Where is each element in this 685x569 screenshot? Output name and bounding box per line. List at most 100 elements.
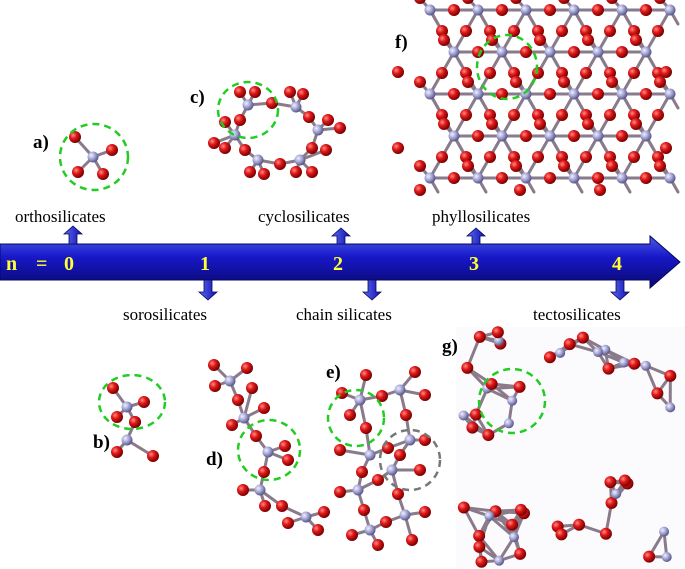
- oxygen-atom: [484, 109, 496, 121]
- oxygen-atom: [630, 118, 642, 130]
- oxygen-atom: [358, 504, 370, 516]
- oxygen-atom: [460, 151, 472, 163]
- oxygen-atom: [508, 67, 520, 79]
- oxygen-atom: [652, 109, 664, 121]
- oxygen-atom: [258, 466, 270, 478]
- oxygen-atom: [486, 118, 498, 130]
- oxygen-atom: [580, 67, 592, 79]
- oxygen-atom: [209, 380, 221, 392]
- oxygen-atom: [284, 86, 296, 98]
- oxygen-atom: [460, 25, 472, 37]
- oxygen-atom: [508, 151, 520, 163]
- oxygen-atom: [249, 86, 261, 98]
- panel-label-d: d): [206, 449, 223, 470]
- oxygen-atom: [414, 184, 426, 196]
- oxygen-atom: [208, 359, 220, 371]
- oxygen-atom: [436, 151, 448, 163]
- oxygen-atom: [606, 160, 618, 172]
- oxygen-atom: [555, 528, 568, 541]
- oxygen-atom: [532, 67, 544, 79]
- oxygen-atom: [484, 67, 496, 79]
- equals-sign: =: [36, 253, 47, 275]
- tick-label-2: 2: [333, 253, 343, 275]
- oxygen-atom: [582, 34, 594, 46]
- oxygen-atom: [660, 142, 672, 154]
- oxygen-atom: [473, 540, 486, 553]
- panel-label-g: g): [442, 336, 458, 357]
- oxygen-atom: [616, 130, 628, 142]
- silicon-atom: [544, 46, 556, 58]
- silicon-atom: [424, 88, 436, 100]
- oxygen-atom: [640, 4, 652, 16]
- oxygen-atom: [543, 351, 556, 364]
- oxygen-atom: [111, 411, 123, 423]
- oxygen-atom: [496, 4, 508, 16]
- n-symbol: n: [6, 253, 17, 275]
- oxygen-atom: [438, 34, 450, 46]
- silicon-atom: [493, 335, 504, 346]
- silicon-atom: [616, 88, 628, 100]
- silicon-atom: [555, 347, 566, 358]
- highlight-ring: [475, 33, 539, 101]
- oxygen-atom: [616, 46, 628, 58]
- oxygen-atom: [419, 389, 431, 401]
- oxygen-atom: [246, 382, 258, 394]
- silicon-atom: [312, 124, 324, 136]
- silicon-atom: [294, 154, 306, 166]
- oxygen-atom: [652, 25, 664, 37]
- silicon-atom: [568, 4, 580, 16]
- silicon-atom: [229, 129, 241, 141]
- oxygen-atom: [514, 503, 527, 516]
- oxygen-atom: [496, 88, 508, 100]
- oxygen-atom: [419, 506, 431, 518]
- oxygen-atom: [592, 172, 604, 184]
- label-chain-silicates: chain silicates: [296, 305, 392, 324]
- silicon-atom: [496, 130, 508, 142]
- silicon-atom: [592, 46, 604, 58]
- oxygen-atom: [234, 86, 246, 98]
- silicon-atom: [503, 418, 514, 429]
- highlight-ring: [326, 388, 386, 448]
- highlight-ring: [236, 418, 302, 482]
- silicon-atom: [616, 4, 628, 16]
- oxygen-atom: [654, 76, 666, 88]
- oxygen-atom: [592, 88, 604, 100]
- silicon-atom: [254, 484, 266, 496]
- oxygen-atom: [628, 357, 641, 370]
- oxygen-atom: [520, 46, 532, 58]
- oxygen-atom: [279, 440, 291, 452]
- panel-label-c: c): [190, 87, 205, 108]
- tick-label-1: 1: [200, 253, 210, 275]
- oxygen-atom: [482, 429, 495, 442]
- connector-arrow-up: [465, 227, 487, 245]
- oxygen-atom: [568, 46, 580, 58]
- oxygen-atom: [556, 67, 568, 79]
- silicon-atom: [664, 4, 676, 16]
- oxygen-atom: [573, 518, 586, 531]
- silicon-atom: [520, 88, 532, 100]
- silicon-atom: [593, 347, 604, 358]
- oxygen-atom: [297, 88, 309, 100]
- oxygen-atom: [472, 130, 484, 142]
- oxygen-atom: [462, 160, 474, 172]
- oxygen-atom: [414, 464, 426, 476]
- silicon-atom: [352, 484, 364, 496]
- oxygen-atom: [556, 151, 568, 163]
- label-sorosilicates: sorosilicates: [123, 305, 207, 324]
- silicon-atom: [404, 434, 416, 446]
- label-tectosilicates: tectosilicates: [533, 305, 621, 324]
- oxygen-atom: [69, 131, 81, 143]
- oxygen-atom: [469, 408, 482, 421]
- oxygen-atom: [606, 0, 618, 4]
- silicon-atom: [448, 46, 460, 58]
- panel-label-f: f): [395, 32, 408, 53]
- oxygen-atom: [628, 67, 640, 79]
- oxygen-atom: [258, 402, 270, 414]
- oxygen-atom: [664, 369, 677, 382]
- oxygen-atom: [436, 25, 448, 37]
- oxygen-atom: [290, 166, 302, 178]
- oxygen-atom: [496, 172, 508, 184]
- oxygen-atom: [380, 516, 392, 528]
- silicon-atom: [520, 172, 532, 184]
- oxygen-atom: [448, 172, 460, 184]
